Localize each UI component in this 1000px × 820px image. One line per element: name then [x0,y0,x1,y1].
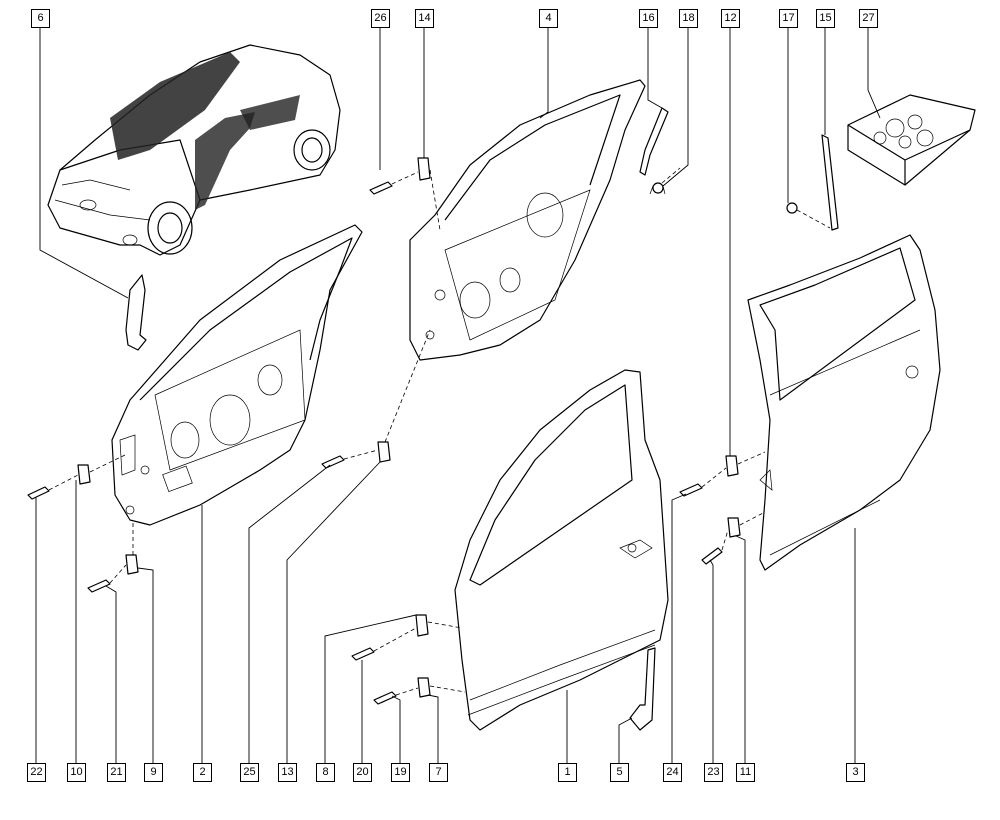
callout-15: 15 [816,9,835,28]
part-16-trim-strip [639,107,669,176]
callout-21: 21 [107,763,126,782]
callout-13: 13 [278,763,297,782]
callout-18: 18 [679,9,698,28]
callout-10: 10 [67,763,86,782]
callout-19: 19 [391,763,410,782]
callout-6: 6 [31,9,50,28]
callout-5: 5 [610,763,629,782]
vehicle-overview-illustration [47,44,341,256]
callout-26: 26 [371,9,390,28]
part-5-lower-trim [629,647,656,731]
callout-11: 11 [736,763,755,782]
part-1-front-door-shell [454,369,669,731]
callout-1: 1 [558,763,577,782]
callout-8: 8 [316,763,335,782]
assembly-lines [48,169,766,696]
leader-lines [35,26,881,763]
part-3-rear-door-shell [747,234,941,571]
callout-2: 2 [193,763,212,782]
callout-27: 27 [859,9,878,28]
callout-4: 4 [539,9,558,28]
callout-20: 20 [353,763,372,782]
part-4-rear-door-inner-panel [409,79,646,361]
callout-17: 17 [779,9,798,28]
callout-12: 12 [721,9,740,28]
callout-25: 25 [240,763,259,782]
part-15-trim-strip [821,134,839,231]
part-18-clip [649,182,666,195]
part-17-clip [786,202,798,214]
callout-23: 23 [704,763,723,782]
part-2-front-door-inner-panel [111,224,363,526]
callout-16: 16 [639,9,658,28]
callout-14: 14 [415,9,434,28]
part-27-clip-kit-box [847,94,976,186]
callout-7: 7 [429,763,448,782]
callout-24: 24 [663,763,682,782]
callout-9: 9 [144,763,163,782]
callout-22: 22 [27,763,46,782]
part-6-seal [125,274,147,351]
callout-3: 3 [846,763,865,782]
